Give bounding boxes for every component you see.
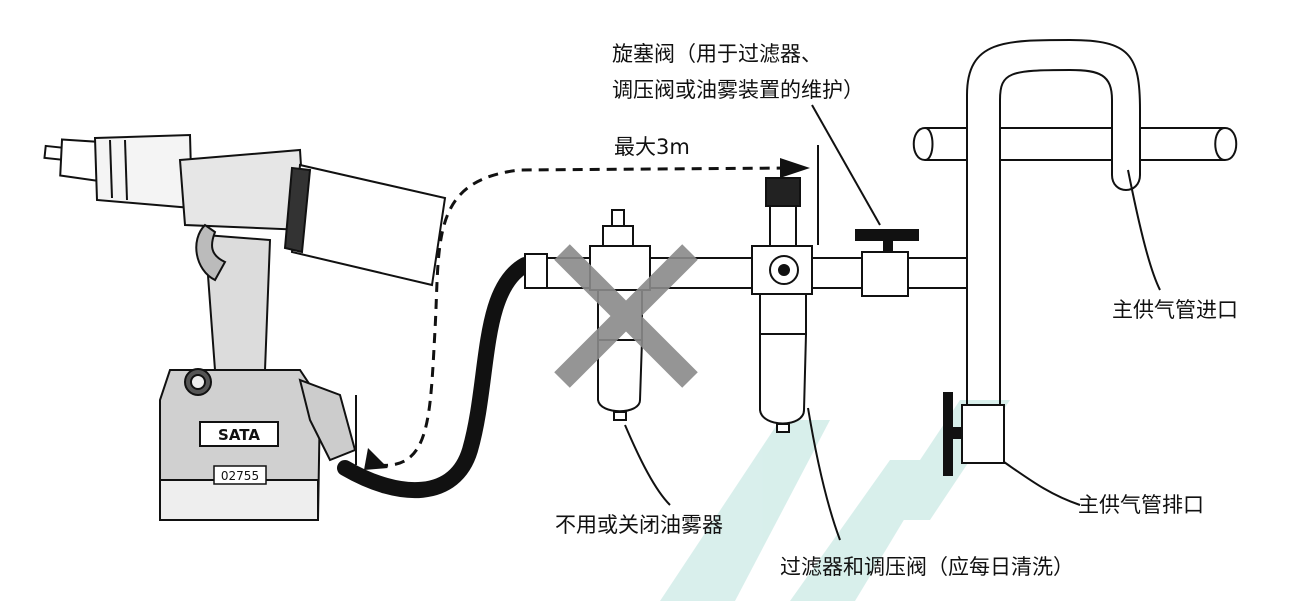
main-pipe-loop	[966, 38, 1141, 410]
main-supply-pipe	[912, 127, 1238, 162]
valve-label-line2: 调压阀或油雾装置的维护）	[612, 78, 864, 102]
max-distance-dashed-line	[377, 166, 791, 467]
max-distance-label: 最大3m	[614, 135, 690, 159]
rivet-tool	[43, 133, 447, 521]
main-inlet-label: 主供气管进口	[1112, 298, 1238, 322]
x-cross-icon	[554, 244, 698, 388]
air-hose	[337, 257, 533, 499]
filter-regulator	[751, 177, 813, 433]
arrow-icon	[364, 448, 388, 470]
tool-brand: SATA	[218, 426, 260, 444]
drain-valve	[943, 392, 1005, 476]
main-drain-label: 主供气管排口	[1078, 493, 1204, 517]
arrow-icon	[780, 158, 810, 178]
leader-lines	[624, 104, 1161, 541]
tool-model-number: 02755	[221, 469, 259, 483]
valve-label-line1: 旋塞阀（用于过滤器、	[612, 42, 822, 66]
filter-regulator-label: 过滤器和调压阀（应每日清洗）	[780, 555, 1074, 579]
stopcock-valve	[855, 229, 919, 297]
hose-fitting	[524, 253, 548, 289]
lubricator-label: 不用或关闭油雾器	[555, 513, 723, 537]
